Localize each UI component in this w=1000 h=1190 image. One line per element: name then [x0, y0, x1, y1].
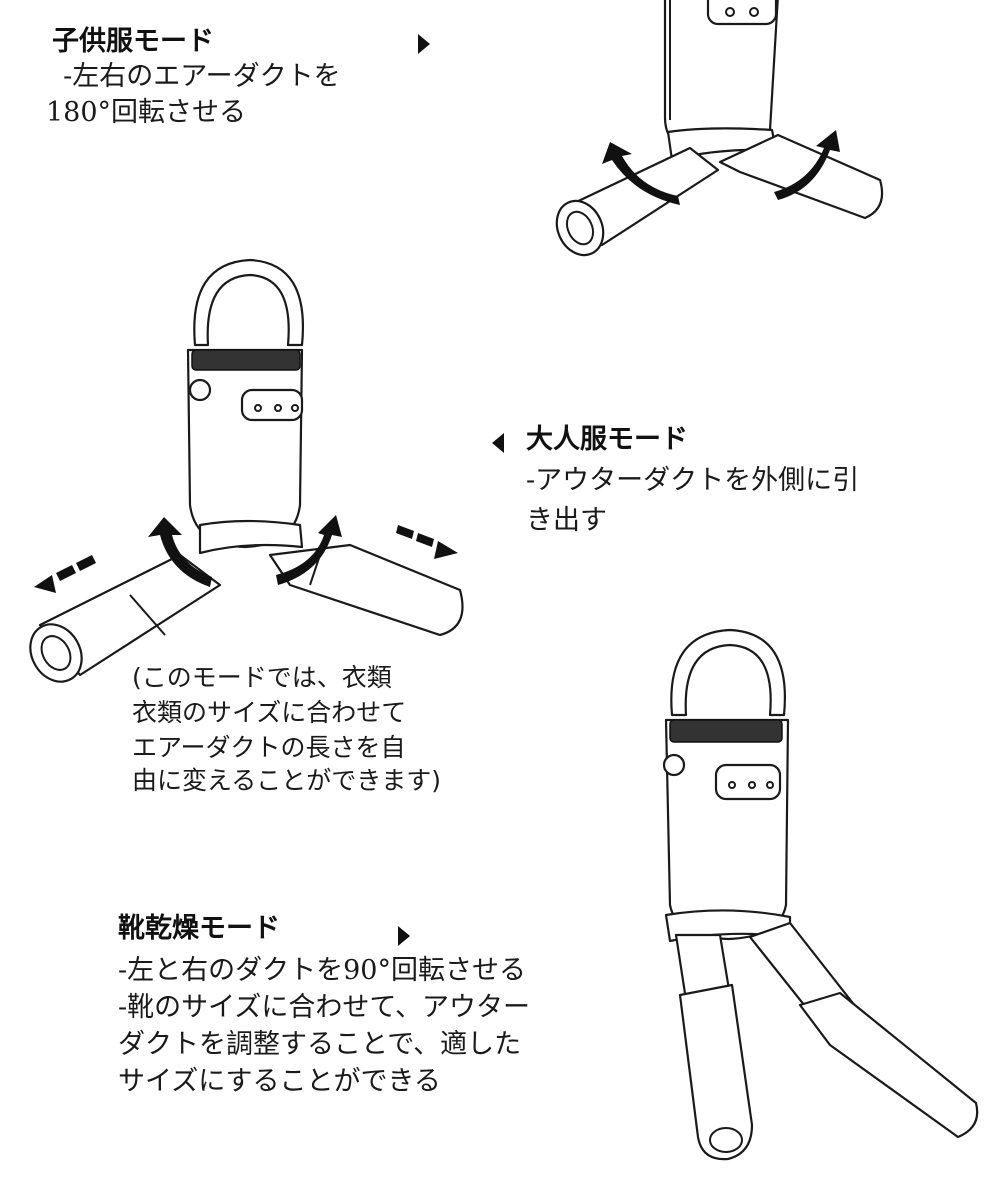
- kids-mode-title: 子供服モード: [52, 26, 214, 57]
- shoe-mode-line-3: ダクトを調整することで、適した: [118, 1029, 522, 1060]
- kids-mode-line-1: -左右のエアーダクトを: [46, 61, 341, 92]
- adult-mode-note-line-4: 由に変えることができます): [132, 766, 442, 795]
- kids-mode-pointer-icon: [418, 34, 430, 54]
- adult-mode-title: 大人服モード: [526, 424, 688, 455]
- adult-mode-pointer-icon: [492, 433, 504, 453]
- adult-mode-note-line-2: 衣類のサイズに合わせて: [132, 698, 407, 727]
- shoe-mode-title: 靴乾燥モード: [118, 913, 280, 944]
- adult-mode-note-line-3: エアーダクトの長さを自: [132, 733, 406, 762]
- kids-mode-line-2: 180°回転させる: [46, 97, 247, 128]
- shoe-mode-pointer-icon: [398, 926, 410, 946]
- kids-mode-dryer-illustration: [555, 0, 884, 257]
- adult-mode-line-1: -アウターダクトを外側に引: [526, 465, 860, 496]
- adult-mode-line-2: き出す: [526, 505, 607, 536]
- shoe-mode-line-2: -靴のサイズに合わせて、アウター: [118, 992, 530, 1023]
- adult-mode-dryer-illustration: [29, 258, 464, 683]
- adult-mode-note-line-1: (このモードでは、衣類: [132, 663, 392, 692]
- shoe-mode-line-1: -左と右のダクトを90°回転させる: [118, 955, 526, 986]
- shoe-mode-line-4: サイズにすることができる: [118, 1066, 441, 1097]
- shoe-mode-dryer-illustration: [662, 628, 979, 1161]
